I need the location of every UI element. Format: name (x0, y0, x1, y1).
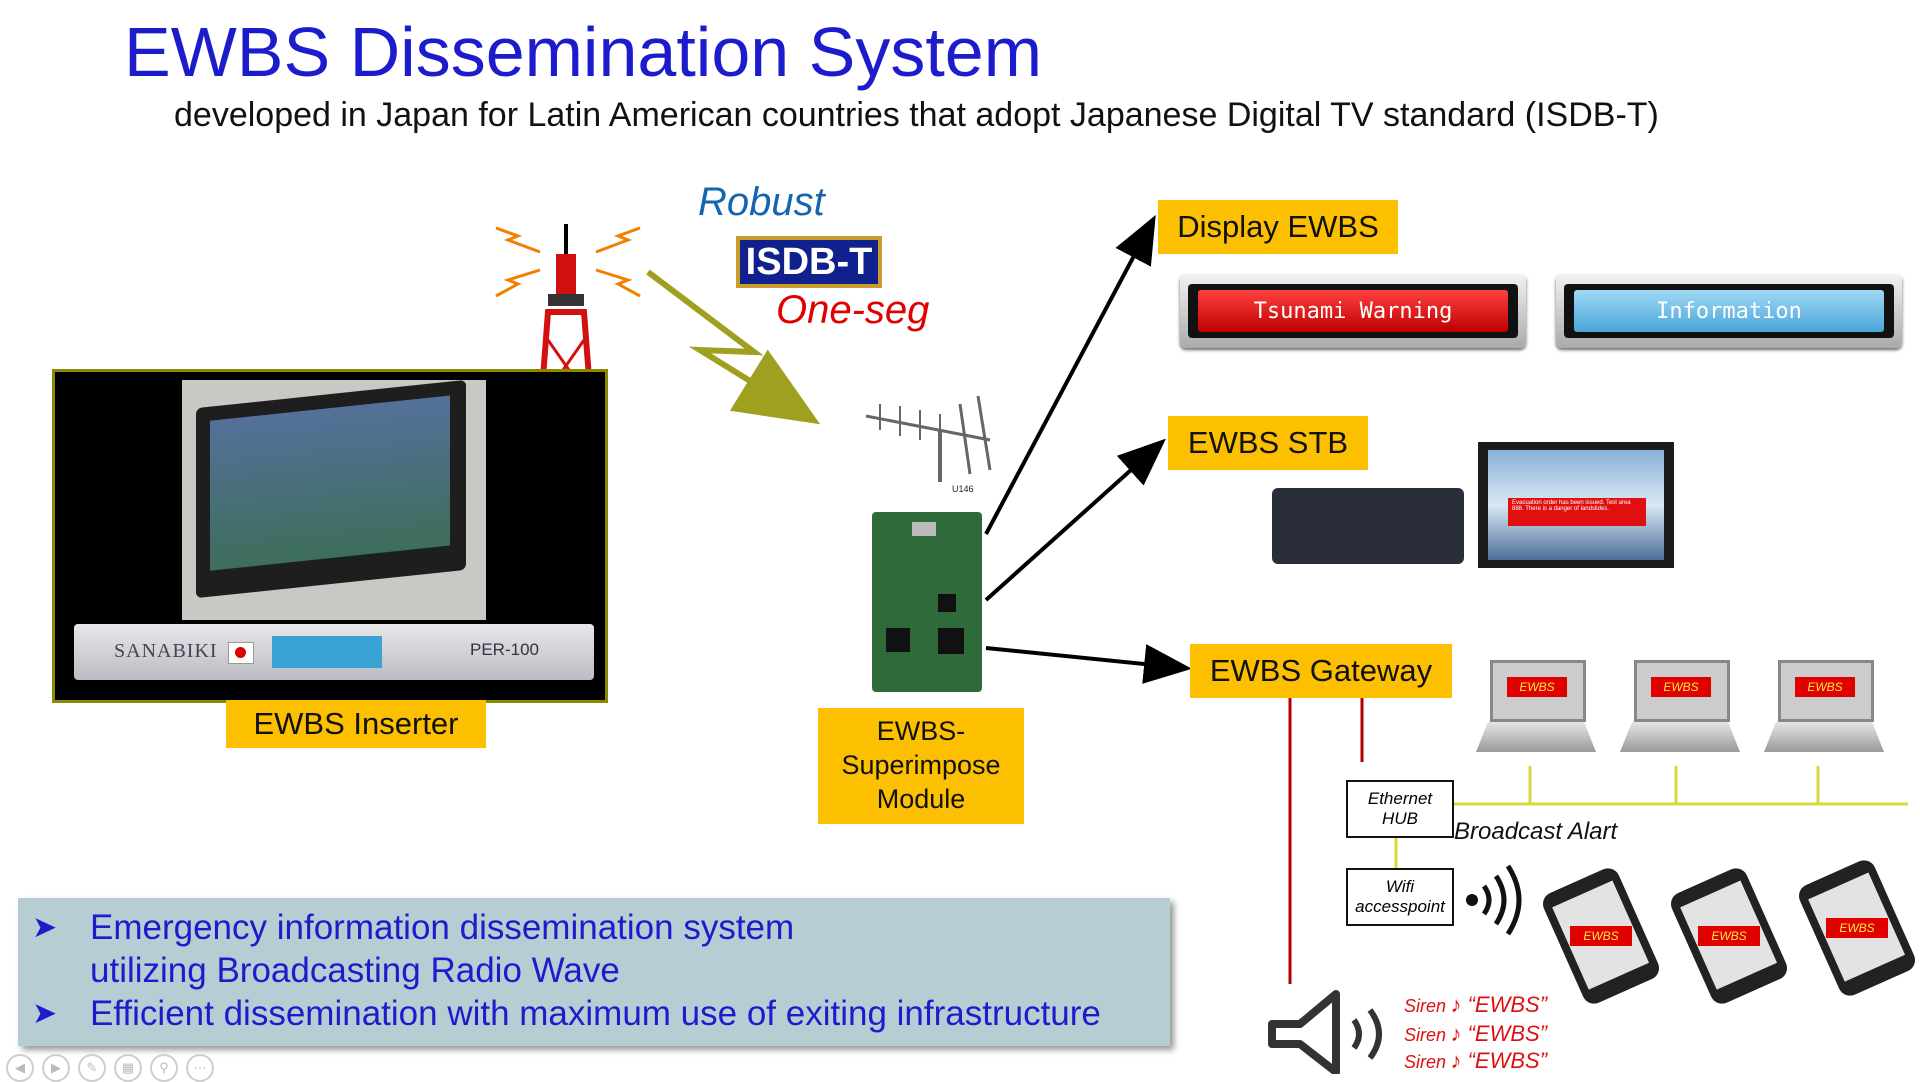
siren-line: Siren ♪ “EWBS” (1404, 1021, 1547, 1047)
laptop-ewbs-tag: EWBS (1507, 677, 1567, 697)
chip (938, 594, 956, 612)
bullet-arrow-icon: ➤ (32, 911, 58, 944)
oneseg-label: One-seg (776, 288, 930, 332)
module-label-line1: EWBS- (876, 716, 966, 747)
arrow-to-gateway (985, 644, 1192, 684)
chip (886, 628, 910, 652)
laptop-icon: EWBS (1476, 660, 1596, 760)
ewbs-gateway-label: EWBS Gateway (1190, 644, 1452, 698)
siren-quote: ♪ “EWBS” (1450, 992, 1548, 1017)
laptop-ewbs-tag: EWBS (1651, 677, 1711, 697)
chip (938, 628, 964, 654)
page-subtitle: developed in Japan for Latin American co… (174, 96, 1659, 134)
tsunami-warning-text: Tsunami Warning (1198, 290, 1508, 332)
set-top-box (1272, 488, 1464, 564)
hub-line2: HUB (1382, 809, 1418, 828)
ewbs-inserter-label: EWBS Inserter (226, 700, 486, 748)
speaker-icon (1268, 990, 1382, 1074)
siren-line: Siren ♪ “EWBS” (1404, 1048, 1547, 1074)
zoom-icon[interactable]: ⚲ (150, 1054, 178, 1082)
pen-icon[interactable]: ✎ (78, 1054, 106, 1082)
siren-word: Siren (1404, 1052, 1447, 1072)
more-icon[interactable]: ⋯ (186, 1054, 214, 1082)
siren-line: Siren ♪ “EWBS” (1404, 992, 1547, 1018)
module-label-line2: Superimpose (841, 750, 1001, 781)
monitor-photo (182, 379, 486, 620)
rack-brand: SANABIKI (114, 640, 218, 662)
prev-icon[interactable]: ◀ (6, 1054, 34, 1082)
information-sign: Information (1556, 274, 1902, 348)
hub-line1: Ethernet (1367, 788, 1433, 808)
siren-word: Siren (1404, 996, 1447, 1016)
display-ewbs-label: Display EWBS (1158, 200, 1398, 254)
laptop-ewbs-tag: EWBS (1795, 677, 1855, 697)
laptop-icon: EWBS (1620, 660, 1740, 760)
monitor-screen (210, 395, 450, 571)
page-title: EWBS Dissemination System (124, 13, 1043, 91)
ethernet-hub-box: Ethernet HUB (1346, 780, 1454, 838)
bullet-1-line1: Emergency information dissemination syst… (90, 908, 795, 947)
tv-screen: Evacuation order has been issued. Test a… (1478, 442, 1674, 568)
slideshow-controls: ◀ ▶ ✎ ▦ ⚲ ⋯ (6, 1054, 214, 1082)
inserter-rack-unit: SANABIKI PER-100 (74, 624, 594, 680)
superimpose-module-label: EWBS- Superimpose Module (818, 708, 1024, 824)
rack-display (272, 636, 382, 668)
ewbs-stb-label: EWBS STB (1168, 416, 1368, 470)
wifi-line2: accesspoint (1355, 897, 1445, 916)
antenna-icon (865, 395, 992, 482)
siren-quote: ♪ “EWBS” (1450, 1021, 1548, 1046)
next-icon[interactable]: ▶ (42, 1054, 70, 1082)
stb-alert-banner: Evacuation order has been issued. Test a… (1508, 498, 1646, 526)
tsunami-warning-sign: Tsunami Warning (1180, 274, 1526, 348)
information-text: Information (1574, 290, 1884, 332)
slides-icon[interactable]: ▦ (114, 1054, 142, 1082)
usb-connector (912, 522, 936, 536)
phone-ewbs-tag: EWBS (1570, 926, 1632, 946)
arrow-to-stb (984, 438, 1166, 602)
robust-label: Robust (698, 180, 825, 224)
phone-ewbs-tag: EWBS (1698, 926, 1760, 946)
laptop-icon: EWBS (1764, 660, 1884, 760)
module-label-line3: Module (876, 783, 966, 814)
broadcast-signal (646, 269, 821, 425)
wifi-accesspoint-box: Wifi accesspoint (1346, 868, 1454, 926)
tv-screen-image: Evacuation order has been issued. Test a… (1488, 450, 1664, 560)
broadcast-alart-label: Broadcast Alart (1454, 818, 1618, 845)
summary-box: ➤ Emergency information dissemination sy… (18, 898, 1170, 1046)
rack-model: PER-100 (470, 640, 539, 659)
siren-word: Siren (1404, 1025, 1447, 1045)
phone-ewbs-tag: EWBS (1826, 918, 1888, 938)
bullet-1-line2: utilizing Broadcasting Radio Wave (90, 951, 620, 990)
superimpose-module-board (872, 512, 982, 692)
antenna-label: U146 (952, 484, 974, 494)
bullet-arrow-icon: ➤ (32, 997, 58, 1030)
wifi-line1: Wifi (1385, 876, 1415, 896)
monitor-icon (196, 379, 466, 599)
isdbt-logo: ISDB-T (736, 236, 882, 288)
japan-flag-icon (228, 642, 254, 664)
arrow-to-display (984, 214, 1156, 535)
siren-quote: ♪ “EWBS” (1450, 1048, 1548, 1073)
wifi-signal-icon (1466, 864, 1522, 936)
bullet-2-line1: Efficient dissemination with maximum use… (90, 994, 1101, 1033)
